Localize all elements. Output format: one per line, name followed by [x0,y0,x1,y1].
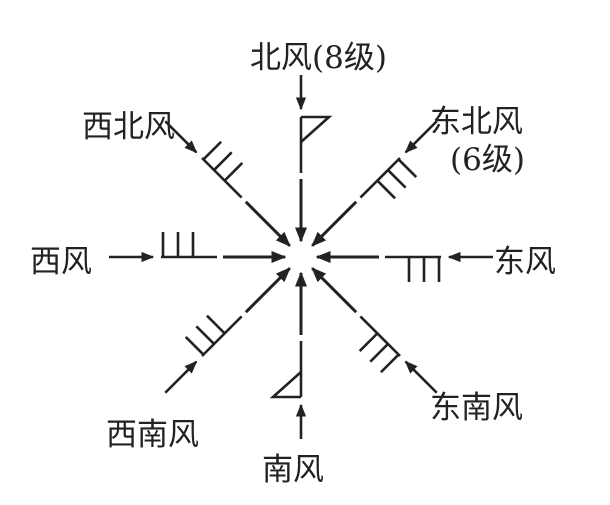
wind-arrow-ne [311,200,358,247]
label-northeast: 东北风 [430,104,523,140]
label-arrow-nw [164,120,198,154]
label-arrow-sw [164,360,198,394]
wind-arrow-nw [244,200,291,247]
label-south: 南风 [262,452,324,488]
wind-barb-sw [195,325,215,345]
label-east: 东风 [494,244,556,280]
wind-sw [164,267,291,394]
wind-flag-s [269,371,302,399]
label-southwest: 西南风 [106,417,199,453]
wind-barb-nw [213,151,233,171]
wind-shaft-nw [201,157,243,199]
wind-barb-sw [184,335,205,356]
wind-barb-sw [206,314,226,335]
wind-arrow-sw [244,267,291,314]
wind-barb-se [379,353,400,374]
wind-barb-se [369,343,389,363]
wind-shaft-ne [359,157,401,199]
wind-barb-se [358,332,379,352]
wind-e [315,251,493,282]
wind-nw [164,120,291,247]
wind-barb-nw [223,162,244,182]
wind-barb-nw [202,140,223,161]
label-northeast-grade: (6级) [450,142,525,178]
wind-se [311,267,438,394]
label-arrow-ne [404,120,438,154]
label-arrow-se [404,360,438,394]
wind-barb-ne [376,179,396,200]
wind-n [295,75,333,243]
wind-shaft-sw [201,315,243,357]
wind-ne [311,120,438,247]
label-southeast: 东南风 [430,390,523,426]
wind-w [109,232,287,263]
wind-barb-ne [387,169,407,189]
label-west: 西风 [30,244,92,280]
label-north: 北风(8级) [250,40,387,76]
label-northwest: 西北风 [82,109,175,145]
wind-shaft-se [359,315,401,357]
wind-arrow-se [311,267,358,314]
wind-s [269,271,307,439]
wind-flag-n [300,115,333,143]
wind-barb-ne [397,158,418,179]
